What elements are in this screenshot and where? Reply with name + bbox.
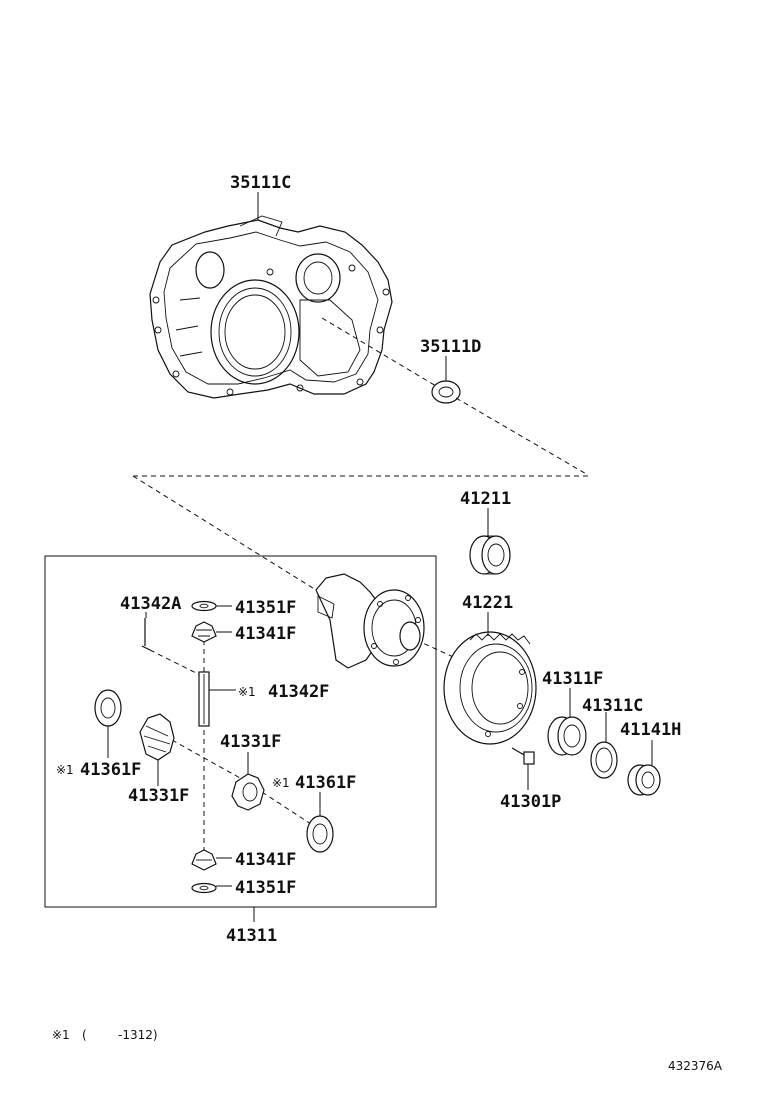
label-41211: 41211 [460,489,511,509]
differential-case[interactable] [315,573,425,669]
assembly-lines [132,317,589,850]
side-gear-41331f-left[interactable] [139,713,175,761]
mark-41361f-right: ※1 [272,776,290,790]
label-41301p: 41301P [500,792,561,812]
pinion-gear-41341f-bottom[interactable] [191,849,217,871]
shim-41311c[interactable] [590,741,618,779]
leader-lines [107,192,653,922]
ring-gear-41221[interactable] [443,631,537,745]
mark-41342f: ※1 [238,685,256,699]
differential-assembly-box [44,555,437,908]
label-41351f-bottom: 41351F [235,878,296,898]
pinion-shaft-41342f[interactable] [198,671,210,727]
label-41331f-top: 41331F [220,732,281,752]
label-41341f-bottom: 41341F [235,850,296,870]
label-41351f-top: 41351F [235,598,296,618]
side-washer-41361f-left[interactable] [94,689,122,727]
washer-41351f-top[interactable] [191,600,217,612]
ring-gear-bolt-41301p[interactable] [511,747,535,765]
label-41331f-left: 41331F [128,786,189,806]
footnote-mark: ※1 [52,1028,70,1042]
label-41342f: 41342F [268,682,329,702]
pinion-gear-41341f-top[interactable] [191,621,217,643]
transaxle-housing[interactable] [149,215,393,399]
side-gear-41331f-right[interactable] [231,773,265,811]
label-41141h: 41141H [620,720,681,740]
label-41311: 41311 [226,926,277,946]
oil-seal-41141h[interactable] [627,764,661,796]
bearing-41311f[interactable] [547,716,587,756]
label-41311f: 41311F [542,669,603,689]
bearing-41211[interactable] [469,535,511,575]
label-35111d: 35111D [420,337,481,357]
label-41311c: 41311C [582,696,643,716]
label-41342a: 41342A [120,594,181,614]
mark-41361f-left: ※1 [56,763,74,777]
oil-seal-35111d[interactable] [431,380,461,404]
washer-41351f-bottom[interactable] [191,882,217,894]
label-41221: 41221 [462,593,513,613]
label-41361f-left: 41361F [80,760,141,780]
label-35111c: 35111C [230,173,291,193]
figure-id: 432376A [668,1059,723,1073]
label-41361f-right: 41361F [295,773,356,793]
pin-41342a[interactable] [141,618,151,651]
footnote-range: -1312) [118,1028,158,1042]
label-41341f-top: 41341F [235,624,296,644]
side-washer-41361f-right[interactable] [306,815,334,853]
footnote-open: ( [82,1028,87,1042]
